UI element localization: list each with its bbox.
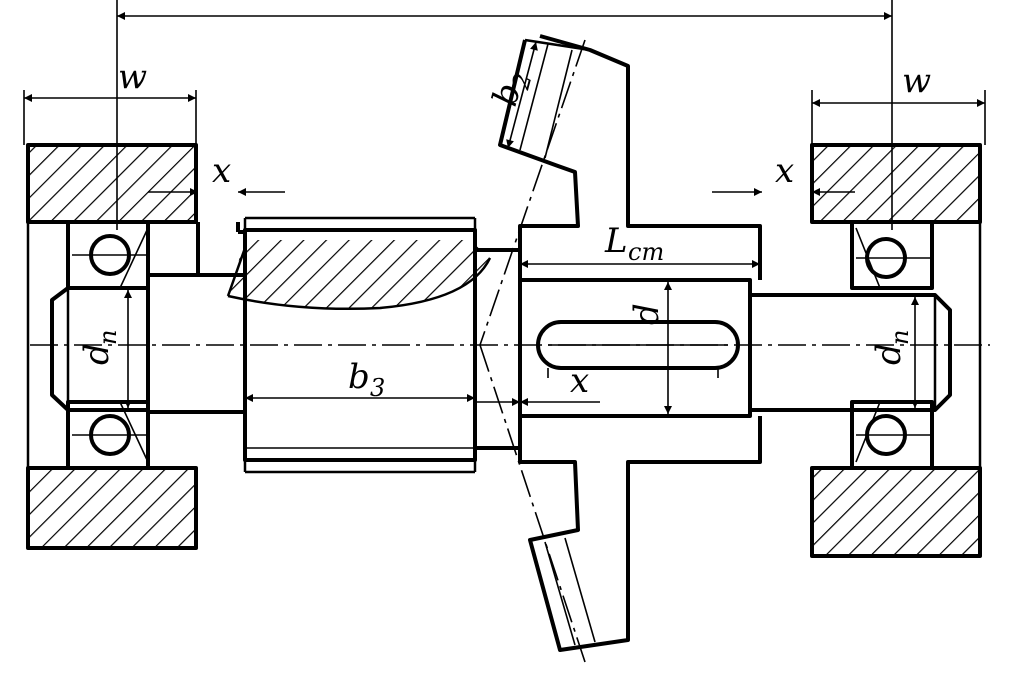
dp-label-left: d: [77, 343, 117, 365]
lst-subscript: ст: [628, 238, 664, 266]
d-label: d: [627, 303, 667, 325]
overall-dimension: [116, 0, 893, 230]
w-dimension-right: w: [812, 61, 985, 107]
w-dimension-left: w: [24, 57, 196, 102]
x-dimension-left: x: [148, 151, 285, 196]
x-dimension-right: x: [712, 151, 855, 196]
lst-dimension: L ст: [520, 221, 760, 268]
left-housing: [23, 90, 198, 550]
b2-subscript: 2: [506, 70, 537, 93]
right-housing: [810, 90, 986, 558]
dp-label-right: d: [869, 343, 909, 365]
x-label-hub: x: [570, 361, 589, 401]
b3-label: b: [348, 357, 370, 397]
dp-subscript-left: п: [94, 330, 122, 345]
dp-dimension-left: d п: [77, 290, 132, 408]
dp-subscript-right: п: [886, 330, 914, 345]
lst-label: L: [604, 221, 628, 261]
x-label-left: x: [212, 151, 231, 191]
b3-subscript: 3: [370, 374, 385, 402]
dp-dimension-right: d п: [869, 297, 919, 408]
w-label-right: w: [902, 61, 931, 101]
x-dimension-hub: x: [475, 361, 600, 406]
d-dimension: d: [547, 282, 719, 414]
b3-dimension: b 3: [245, 357, 475, 402]
right-bearing: [850, 220, 934, 470]
bevel-gear: [479, 34, 762, 663]
x-label-right: x: [775, 151, 794, 191]
b2-dimension: b 2: [485, 41, 538, 149]
w-label-left: w: [118, 57, 147, 97]
